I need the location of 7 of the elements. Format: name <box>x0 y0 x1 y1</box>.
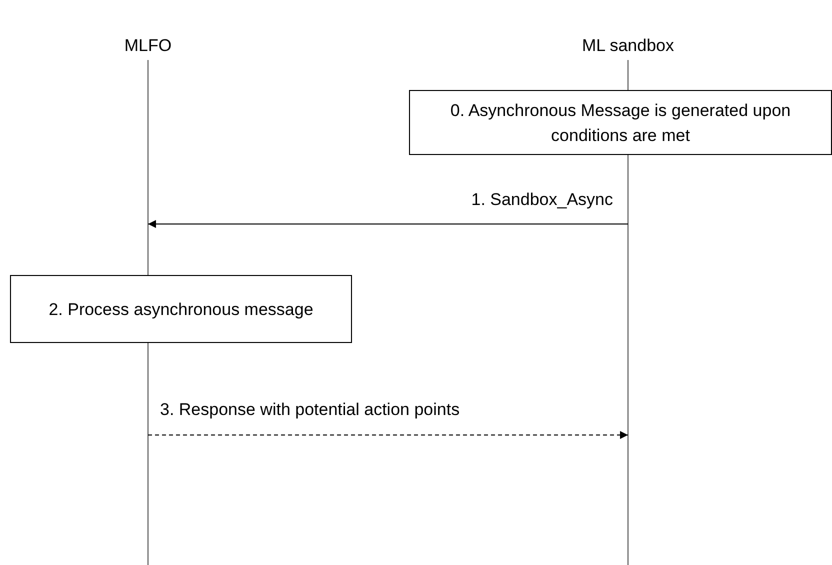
process-box: 2. Process asynchronous message <box>10 275 352 343</box>
participant-label: ML sandbox <box>582 36 674 56</box>
arrow <box>148 431 628 439</box>
participant-label: MLFO <box>124 36 172 56</box>
edge-label: 3. Response with potential action points <box>158 400 462 420</box>
process-box: 0. Asynchronous Message is generated upon conditions are met <box>409 90 832 155</box>
arrow <box>148 220 628 228</box>
